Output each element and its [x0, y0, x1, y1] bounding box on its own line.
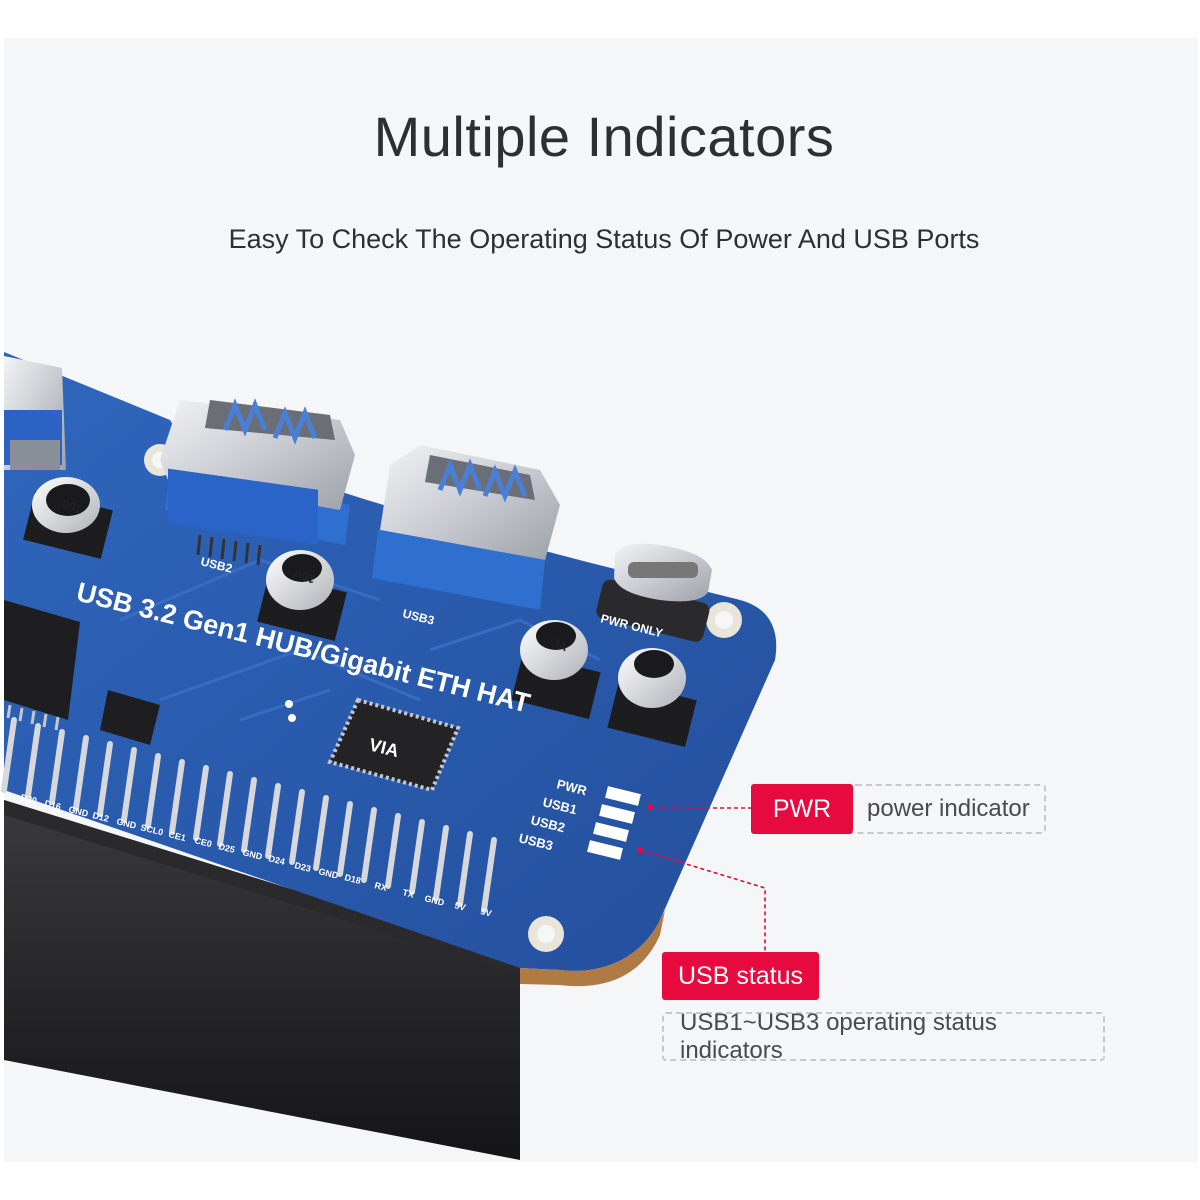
usb-status-tag: USB status: [662, 952, 819, 1000]
pin-label: D16: [44, 798, 62, 812]
pin-label: CE1: [168, 829, 187, 843]
led-label-pwr: PWR: [555, 776, 589, 798]
pin-label: D24: [268, 853, 286, 867]
ic-chip-small: [100, 690, 160, 745]
pwr-description: power indicator: [852, 784, 1046, 834]
pin-labels: D20 D16 GND D12 GND SCL0 CE1 CE0 D25 GND…: [20, 792, 493, 918]
pin-label: D20: [20, 792, 38, 806]
ic-chip-main: VIA: [327, 697, 461, 793]
pin-header: [4, 800, 522, 1160]
pin-label: D18: [344, 872, 362, 886]
gpio-pins: [1, 717, 497, 913]
usb-c-power-port: PWR ONLY: [596, 543, 712, 642]
pin-label: TX: [402, 887, 416, 899]
page-subtitle: Easy To Check The Operating Status Of Po…: [228, 224, 980, 254]
pin-label: GND: [68, 804, 90, 819]
pwr-tag: PWR: [751, 784, 853, 834]
pin-label: D12: [92, 810, 110, 824]
ic-chip-left: [4, 600, 80, 731]
usb-port-usb2: USB2: [160, 398, 355, 576]
capacitor-label: VL: [550, 636, 569, 654]
pin-label: GND: [116, 816, 138, 831]
page-title: Multiple Indicators: [373, 105, 835, 168]
capacitor: 16V: [257, 550, 347, 641]
capacitor-label: 100: [60, 496, 84, 516]
pin-label: RX: [374, 880, 389, 893]
pin-label: GND: [242, 847, 264, 862]
capacitor: [607, 648, 697, 747]
usb-port-left: [4, 356, 66, 470]
usb-status-description: USB1~USB3 operating status indicators: [662, 1009, 1105, 1064]
pin-label: 5V: [480, 906, 493, 918]
capacitor-label: 16V: [292, 566, 317, 586]
callout-leaders: [639, 807, 766, 952]
pin-label: CE0: [194, 835, 213, 849]
capacitor: VL: [511, 620, 601, 719]
pin-label: D25: [218, 841, 236, 855]
pin-label: D23: [294, 860, 312, 874]
capacitor: 100: [23, 477, 113, 559]
pin-label: GND: [424, 893, 446, 908]
pin-label: 5V: [454, 900, 467, 912]
pin-label: GND: [318, 866, 340, 881]
